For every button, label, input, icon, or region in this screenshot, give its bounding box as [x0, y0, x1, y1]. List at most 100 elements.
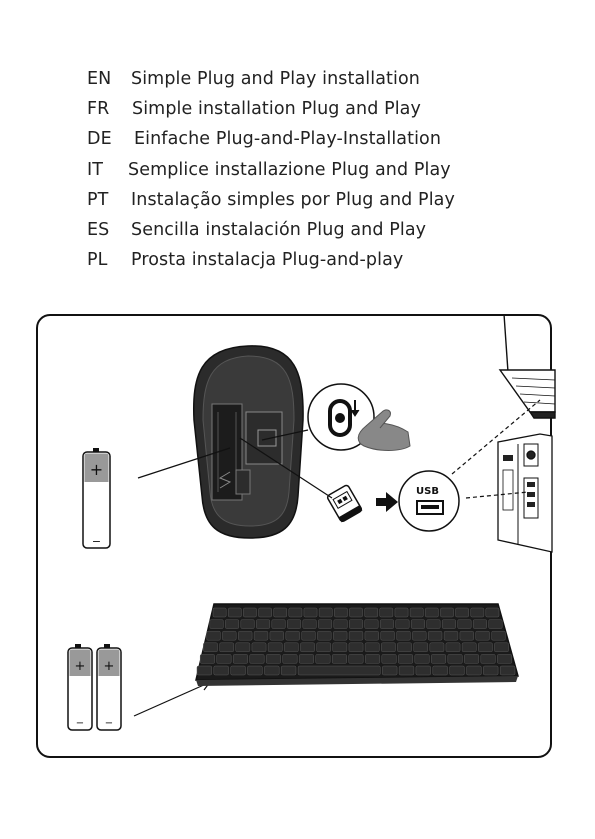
- keyboard-key: [334, 620, 348, 629]
- keyboard-key: [450, 666, 465, 675]
- keyboard-key: [349, 631, 363, 640]
- keyboard-key: [302, 631, 316, 640]
- keyboard-key: [241, 620, 255, 629]
- keyboard-key: [365, 654, 380, 663]
- battery-plus-label: +: [104, 659, 115, 674]
- keyboard-key: [462, 643, 476, 652]
- keyboard-key: [365, 631, 379, 640]
- laptop-icon: [500, 314, 555, 418]
- mouse-icon: [194, 346, 303, 538]
- keyboard-key: [473, 620, 487, 629]
- keyboard-key: [489, 620, 503, 629]
- battery-plus-label: +: [90, 460, 103, 479]
- keyboard-key: [456, 608, 469, 617]
- keyboard-key: [430, 643, 444, 652]
- keyboard-key: [458, 620, 472, 629]
- keyboard-key: [233, 654, 248, 663]
- keyboard-key: [397, 631, 411, 640]
- keyboard-key: [365, 608, 378, 617]
- keyboard-key: [471, 608, 484, 617]
- keyboard-key: [425, 608, 438, 617]
- keyboard-key: [286, 631, 300, 640]
- keyboard-key: [440, 608, 453, 617]
- keyboard-key: [268, 643, 282, 652]
- keyboard-key: [300, 643, 314, 652]
- keyboard-key: [431, 654, 446, 663]
- keyboard-key: [381, 631, 395, 640]
- keyboard-key: [316, 654, 331, 663]
- keyboard-key: [349, 643, 363, 652]
- keyboard-key: [243, 608, 256, 617]
- keyboard-key: [283, 654, 298, 663]
- battery-minus-label: −: [76, 718, 84, 729]
- keyboard-key: [303, 620, 317, 629]
- keyboard-key: [411, 620, 425, 629]
- keyboard-key: [492, 631, 506, 640]
- battery-plus-label: +: [75, 659, 86, 674]
- keyboard-key: [399, 666, 414, 675]
- keyboard-key: [207, 631, 221, 640]
- keyboard-key: [287, 620, 301, 629]
- keyboard-key: [222, 631, 236, 640]
- keyboard-key: [304, 608, 317, 617]
- keyboard-key: [382, 654, 397, 663]
- keyboard-key: [254, 631, 268, 640]
- keyboard-key: [446, 643, 460, 652]
- keyboard-key: [481, 654, 496, 663]
- keyboard-key: [478, 643, 492, 652]
- keyboard-key: [317, 643, 331, 652]
- keyboard-key: [333, 631, 347, 640]
- keyboard-key: [380, 620, 394, 629]
- battery-minus-label: −: [105, 718, 113, 729]
- keyboard-key: [442, 620, 456, 629]
- keyboard-key: [380, 608, 393, 617]
- keyboard-key: [317, 631, 331, 640]
- keyboard-key: [270, 631, 284, 640]
- keyboard-key: [349, 620, 363, 629]
- keyboard-key: [476, 631, 490, 640]
- usb-port-callout: USB: [399, 471, 459, 531]
- keyboard-key: [483, 666, 498, 675]
- keyboard-key: [486, 608, 499, 617]
- keyboard-key: [264, 666, 279, 675]
- keyboard-key: [284, 643, 298, 652]
- keyboard-key: [333, 643, 347, 652]
- keyboard-key: [334, 608, 347, 617]
- keyboard-key: [398, 654, 413, 663]
- keyboard-key: [414, 643, 428, 652]
- keyboard-key: [319, 608, 332, 617]
- keyboard-key: [259, 608, 272, 617]
- keyboard-key: [266, 654, 281, 663]
- insert-arrow-icon: [376, 492, 398, 512]
- keyboard-key: [220, 643, 234, 652]
- keyboard-key: [203, 643, 217, 652]
- keyboard-key: [236, 643, 250, 652]
- keyboard-key: [225, 620, 239, 629]
- keyboard-key: [210, 620, 224, 629]
- keyboard-key: [464, 654, 479, 663]
- keyboard-key: [256, 620, 270, 629]
- keyboard-key: [349, 608, 362, 617]
- keyboard-key: [200, 654, 215, 663]
- keyboard-key: [410, 608, 423, 617]
- keyboard-key: [231, 666, 246, 675]
- keyboard-key: [281, 666, 296, 675]
- keyboard-key: [381, 643, 395, 652]
- keyboard-batteries-icon: + − + −: [68, 644, 210, 730]
- keyboard-key: [228, 608, 241, 617]
- keyboard-key: [416, 666, 431, 675]
- keyboard-key: [365, 643, 379, 652]
- keyboard-key: [272, 620, 286, 629]
- keyboard-key: [444, 631, 458, 640]
- keyboard-key: [460, 631, 474, 640]
- keyboard-key: [289, 608, 302, 617]
- keyboard-key: [349, 654, 364, 663]
- keyboard-key: [250, 654, 265, 663]
- keyboard-key: [497, 654, 512, 663]
- keyboard-key: [197, 666, 212, 675]
- keyboard-key: [214, 666, 229, 675]
- battery-minus-label: −: [92, 535, 101, 548]
- keyboard-key: [248, 666, 263, 675]
- keyboard-key: [299, 654, 314, 663]
